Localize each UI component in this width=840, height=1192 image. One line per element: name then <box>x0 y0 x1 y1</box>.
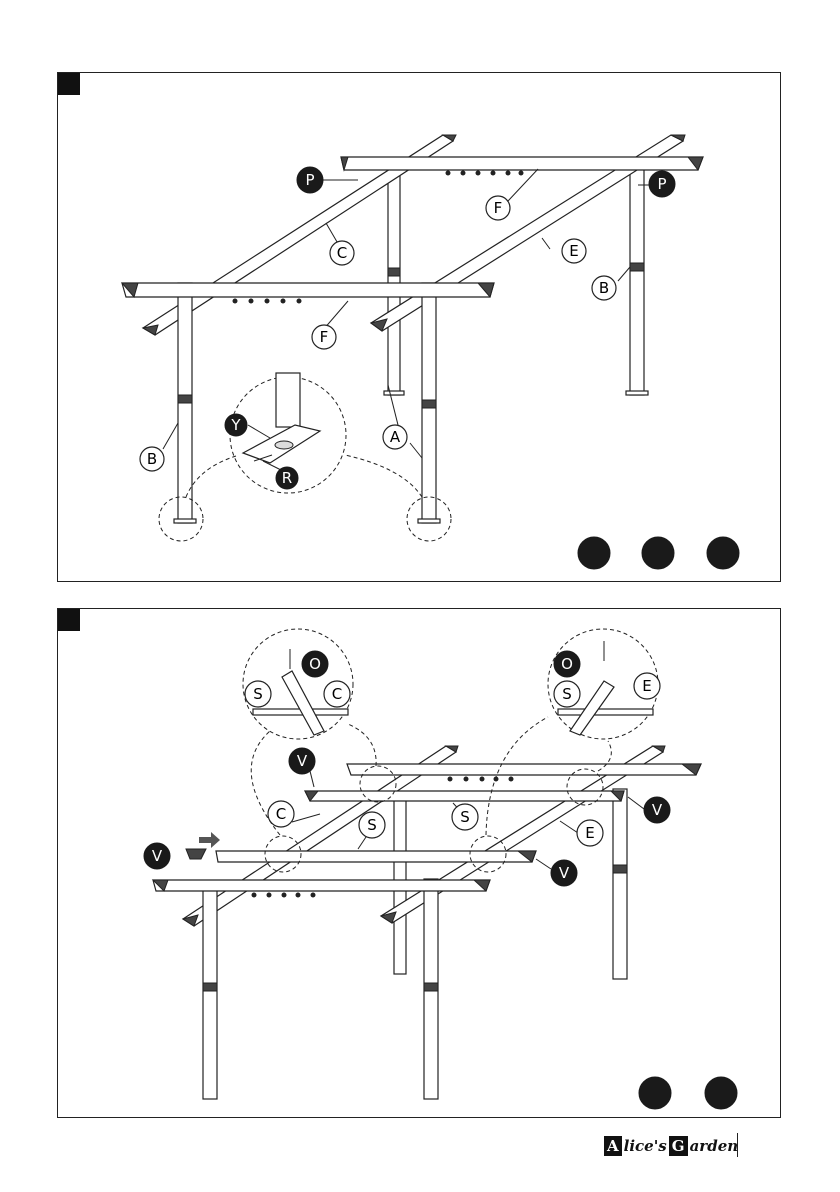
tool-marker <box>639 1077 671 1109</box>
callout-v-right: V <box>644 797 670 823</box>
svg-text:V: V <box>297 752 308 770</box>
brand-logo: A lice's G arden <box>604 1133 740 1159</box>
callout-f-front: F <box>312 325 336 349</box>
svg-text:B: B <box>147 450 157 468</box>
svg-text:F: F <box>494 199 503 217</box>
svg-text:C: C <box>276 805 286 823</box>
beam-back <box>347 764 701 775</box>
beam-front <box>153 880 490 891</box>
callout-s-front: S <box>359 812 385 838</box>
callout-v-top: V <box>289 748 315 774</box>
callout-c: C <box>268 801 294 827</box>
svg-text:P: P <box>305 171 314 189</box>
svg-text:S: S <box>562 685 572 703</box>
tool-marker <box>707 537 739 569</box>
callout-c: C <box>330 241 354 265</box>
callout-v-left: V <box>144 843 170 869</box>
assembly-step-panel-2: O S C O S E V C S S E V V V <box>57 608 781 1118</box>
callout-r: R <box>276 467 298 489</box>
tool-marker <box>578 537 610 569</box>
pergola-assembly-drawing-1: P P C F E B F B A Y R <box>58 73 782 583</box>
svg-text:E: E <box>585 824 594 842</box>
callout-c-detail: C <box>324 681 350 707</box>
callout-o-left: O <box>302 651 328 677</box>
right-arrow-icon <box>199 832 220 848</box>
svg-text:F: F <box>320 328 329 346</box>
svg-text:S: S <box>460 808 470 826</box>
callout-s-back: S <box>452 804 478 830</box>
svg-text:C: C <box>337 244 347 262</box>
svg-text:Y: Y <box>230 416 241 434</box>
callout-p-right: P <box>649 171 675 197</box>
tool-marker <box>705 1077 737 1109</box>
beam-f-front <box>122 283 494 297</box>
assembly-step-panel-1: P P C F E B F B A Y R <box>57 72 781 582</box>
beam-f-back <box>341 157 703 170</box>
svg-text:V: V <box>652 801 663 819</box>
callout-e: E <box>562 239 586 263</box>
callout-e: E <box>577 820 603 846</box>
callout-f-back: F <box>486 196 510 220</box>
callout-s-right-detail: S <box>554 681 580 707</box>
svg-text:C: C <box>332 685 342 703</box>
tool-marker <box>642 537 674 569</box>
svg-text:O: O <box>561 655 573 673</box>
beam-s-back <box>305 791 624 801</box>
svg-text:R: R <box>282 469 292 487</box>
callout-o-right: O <box>554 651 580 677</box>
svg-text:B: B <box>599 279 609 297</box>
svg-text:V: V <box>559 864 570 882</box>
page-divider <box>737 1133 738 1157</box>
svg-text:P: P <box>657 175 666 193</box>
callout-a: A <box>383 425 407 449</box>
svg-text:V: V <box>152 847 163 865</box>
callout-b-right: B <box>592 276 616 300</box>
svg-text:E: E <box>642 677 651 695</box>
callout-s-left-detail: S <box>245 681 271 707</box>
pergola-assembly-drawing-2: O S C O S E V C S S E V V V <box>58 609 782 1119</box>
post-back-right <box>613 789 627 979</box>
svg-text:E: E <box>569 242 578 260</box>
callout-e-detail: E <box>634 673 660 699</box>
callout-v-mid: V <box>551 860 577 886</box>
post-back-right <box>630 163 644 395</box>
callout-p-left: P <box>297 167 323 193</box>
beam-s-front <box>216 851 536 862</box>
callout-b-left: B <box>140 447 164 471</box>
svg-text:S: S <box>253 685 263 703</box>
svg-text:O: O <box>309 655 321 673</box>
svg-text:A: A <box>390 428 401 446</box>
end-cap-v <box>186 849 206 859</box>
svg-text:S: S <box>367 816 377 834</box>
callout-y: Y <box>225 414 247 436</box>
